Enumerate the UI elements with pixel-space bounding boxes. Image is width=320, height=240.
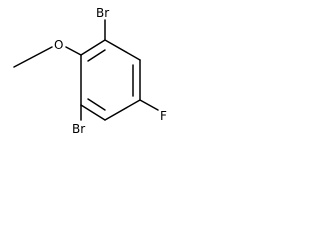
atom-label-oxygen: O — [54, 38, 63, 52]
bond-c4-c5 — [104, 99, 141, 121]
bond-c1-o — [65, 46, 82, 56]
double-bond-inner-c1-c2 — [87, 49, 106, 62]
bond-c5-c6 — [80, 104, 106, 121]
bond-c2-c3 — [104, 39, 141, 61]
molecule-structure: Br O Br F — [13, 6, 167, 136]
atom-label-fluorine: F — [160, 109, 167, 123]
atom-label-br-top: Br — [96, 6, 109, 20]
bond-c4-f — [139, 99, 159, 111]
bond-c1-c2 — [80, 39, 106, 56]
double-bond-inner-c5-c6 — [87, 98, 106, 111]
benzene-ring — [80, 39, 141, 121]
bond-o-ch3 — [13, 46, 53, 68]
atom-label-br-bottom: Br — [72, 122, 85, 136]
